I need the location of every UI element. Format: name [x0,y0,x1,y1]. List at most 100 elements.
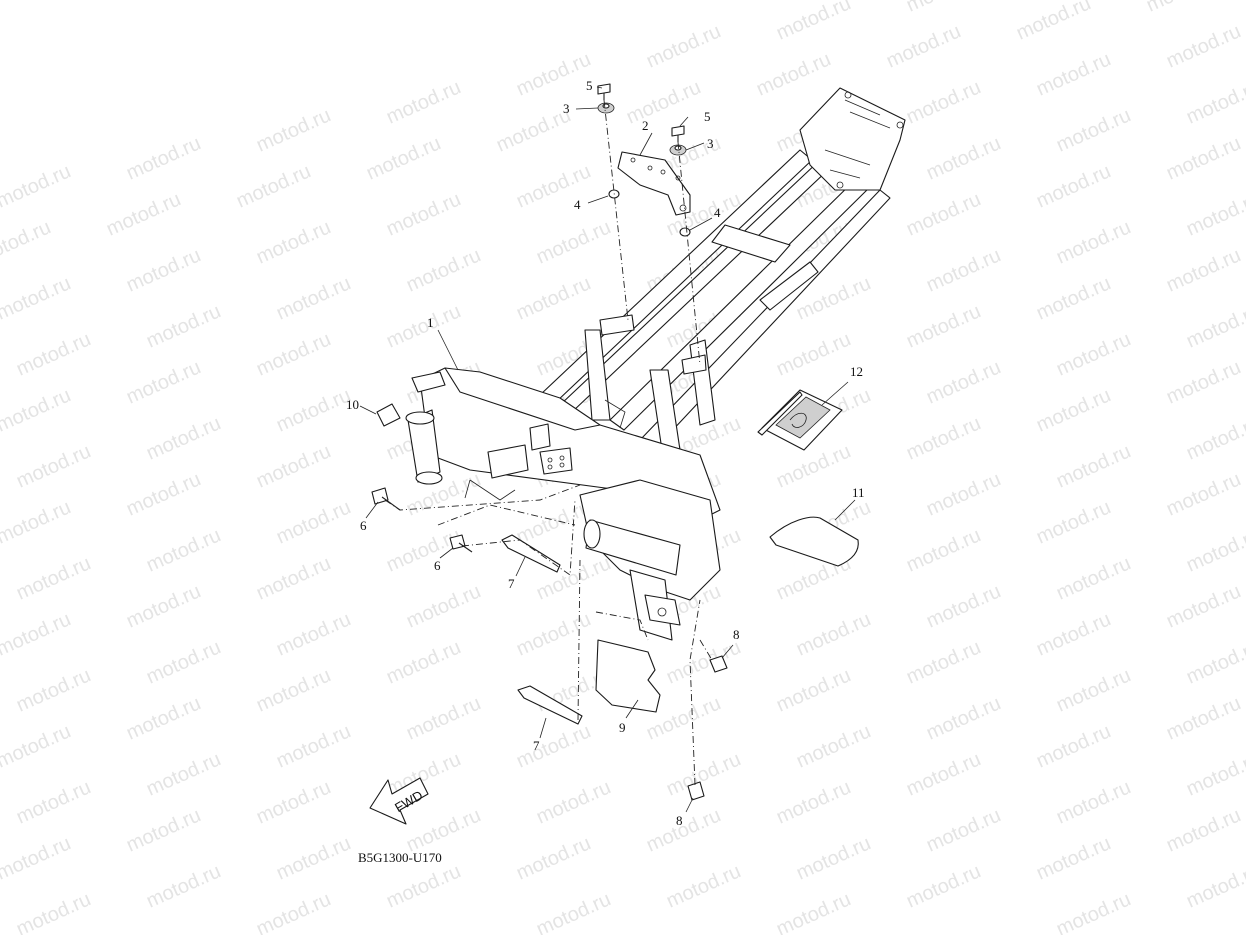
watermark-text: motod.ru [513,608,594,660]
watermark-text: motod.ru [383,188,464,240]
watermark-text: motod.ru [513,832,594,884]
watermark-text: motod.ru [513,160,594,212]
watermark-text: motod.ru [1183,188,1246,240]
plate-9 [595,639,661,713]
bolt-7-lower [517,685,583,725]
watermark-text: motod.ru [643,20,724,72]
leader-lines [359,86,856,813]
watermark-text: motod.ru [123,132,204,184]
watermark-text: motod.ru [903,524,984,576]
watermark-text: motod.ru [383,300,464,352]
watermark-text: motod.ru [773,664,854,716]
callout-2: 2 [642,118,649,133]
watermark-text: motod.ru [383,524,464,576]
watermark-text: motod.ru [793,608,874,660]
watermark-text: motod.ru [923,356,1004,408]
watermark-text: motod.ru [403,692,484,744]
callout-12: 12 [850,364,863,379]
watermark-text: motod.ru [273,608,354,660]
watermark-text: motod.ru [903,188,984,240]
watermark-text: motod.ru [643,804,724,856]
callout-8-upper: 8 [733,627,740,642]
watermark-text: motod.ru [1143,0,1224,17]
watermark-text: motod.ru [143,524,224,576]
callouts: 5 3 2 5 3 4 4 1 12 10 11 6 6 7 8 9 7 8 [346,78,865,828]
watermark-text: motod.ru [273,384,354,436]
watermark-text: motod.ru [1163,132,1244,184]
watermark-text: motod.ru [123,804,204,856]
watermark-text: motod.ru [903,76,984,128]
watermark-text: motod.ru [0,384,74,436]
watermark-text: motod.ru [13,776,94,828]
watermark-text: motod.ru [1163,804,1244,856]
watermark-text: motod.ru [383,860,464,912]
watermark-text: motod.ru [1183,524,1246,576]
grommet-4-right [679,227,691,237]
watermark-text: motod.ru [1163,20,1244,72]
callout-7-lower: 7 [533,738,540,753]
bolt-5-upper [597,83,611,100]
watermark-text: motod.ru [143,748,224,800]
frame-assembly [405,87,906,641]
watermark-text: motod.ru [1053,216,1134,268]
part-12-manual [757,389,843,451]
watermark-text: motod.ru [363,132,444,184]
watermark-text: motod.ru [903,748,984,800]
watermark-text: motod.ru [533,888,614,935]
watermark-text: motod.ru [923,580,1004,632]
watermark-text: motod.ru [143,860,224,912]
callout-10: 10 [346,397,359,412]
callout-8-lower: 8 [676,813,683,828]
watermark-text: motod.ru [923,244,1004,296]
watermark-text: motod.ru [253,552,334,604]
watermark-text: motod.ru [1163,580,1244,632]
watermark-text: motod.ru [0,160,74,212]
watermark-text: motod.ru [253,104,334,156]
watermark-text: motod.ru [1183,412,1246,464]
watermark-text: motod.ru [273,720,354,772]
nut-8-upper [709,655,728,673]
watermark-text: motod.ru [273,272,354,324]
watermark-text: motod.ru [253,440,334,492]
watermark-text: motod.ru [793,720,874,772]
diagram-code: B5G1300-U170 [358,850,442,865]
watermark-text: motod.ru [403,244,484,296]
watermark-text: motod.ru [1053,664,1134,716]
watermark-text: motod.ru [773,328,854,380]
watermark-text: motod.ru [1163,692,1244,744]
callout-5-top: 5 [586,78,593,93]
seat-bracket-part [617,151,691,216]
watermark-text: motod.ru [273,496,354,548]
watermark-text: motod.ru [1053,888,1134,935]
watermark-text: motod.ru [1033,272,1114,324]
watermark-text: motod.ru [753,48,834,100]
watermark-text: motod.ru [1053,440,1134,492]
watermark-text: motod.ru [773,888,854,935]
watermark-text: motod.ru [1183,300,1246,352]
nut-8-lower [687,781,705,801]
watermark-text: motod.ru [403,804,484,856]
watermark-text: motod.ru [403,468,484,520]
watermark-text: motod.ru [1033,384,1114,436]
callout-5-right: 5 [704,109,711,124]
watermark-text: motod.ru [1013,0,1094,45]
watermark-text: motod.ru [623,76,704,128]
watermark-text: motod.ru [773,0,854,45]
watermark-text: motod.ru [123,244,204,296]
watermark-text: motod.ru [773,440,854,492]
watermark-text: motod.ru [253,776,334,828]
bolt-6-left [371,487,401,511]
watermark-text: motod.ru [1053,328,1134,380]
watermark-text: motod.ru [13,328,94,380]
callout-9: 9 [619,720,626,735]
watermark-text: motod.ru [513,720,594,772]
watermark-text: motod.ru [383,636,464,688]
watermark-text: motod.ru [253,328,334,380]
watermark-text: motod.ru [233,160,314,212]
watermark-text: motod.ru [663,636,744,688]
watermark-text: motod.ru [403,580,484,632]
watermark-text: motod.ru [143,300,224,352]
watermark-text: motod.ru [1033,720,1114,772]
watermark-text: motod.ru [773,776,854,828]
